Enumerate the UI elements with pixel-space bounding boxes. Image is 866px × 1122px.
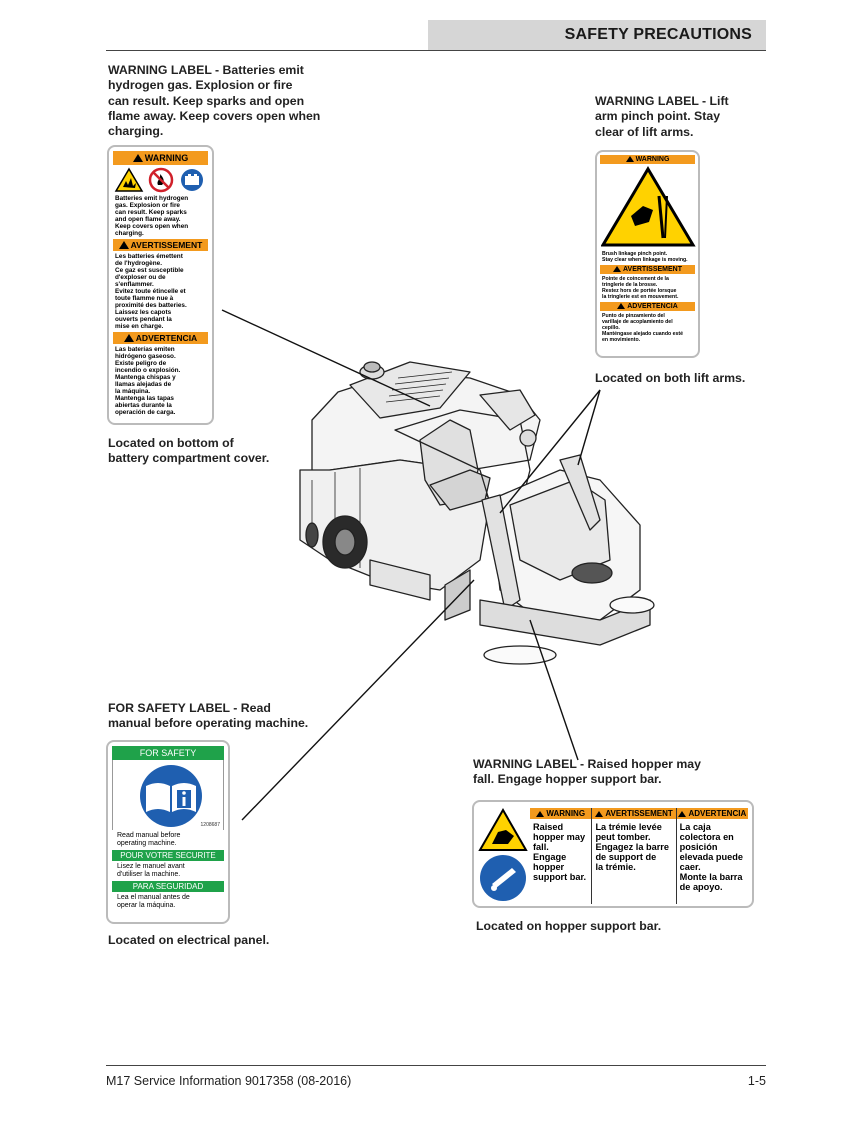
french-warning-text: La trémie levée peut tomber. Engagez la … xyxy=(595,822,669,872)
footer-page-number: 1-5 xyxy=(747,1074,766,1088)
french-safety-header: POUR VOTRE SECURITE xyxy=(112,850,224,861)
lift-arm-warning-label: WARNING Brush linkage pinch point. Stay … xyxy=(595,150,700,358)
lift-label-location: Located on both lift arms. xyxy=(595,371,746,385)
hopper-fall-icon xyxy=(478,807,528,851)
footer-rule xyxy=(106,1065,766,1066)
for-safety-header: FOR SAFETY xyxy=(112,746,224,760)
spanish-column: ADVERTENCIA La caja colectora en posició… xyxy=(676,808,749,904)
advertencia-header: ADVERTENCIA xyxy=(600,302,695,311)
hopper-label-caption: WARNING LABEL - Raised hopper may fall. … xyxy=(473,757,701,787)
english-warning-text: Brush linkage pinch point. Stay clear wh… xyxy=(602,251,688,263)
safety-label-location: Located on electrical panel. xyxy=(108,933,270,947)
warning-header: WARNING xyxy=(113,151,208,165)
hopper-text-columns: WARNING Raised hopper may fall. Engage h… xyxy=(530,808,749,904)
advertencia-header: ADVERTENCIA xyxy=(113,332,208,344)
spanish-safety-header: PARA SEGURIDAD xyxy=(112,881,224,892)
spanish-warning-text: Las baterías emiten hidrógeno gaseoso. E… xyxy=(115,346,181,416)
warning-triangle-icon xyxy=(123,334,134,342)
battery-label-caption: WARNING LABEL - Batteries emit hydrogen … xyxy=(108,63,321,139)
warning-header: WARNING xyxy=(600,155,695,164)
french-warning-text: Pointe de coincement de la tringlerie de… xyxy=(602,276,679,300)
battery-label-location: Located on bottom of battery compartment… xyxy=(108,436,270,466)
warning-triangle-icon xyxy=(678,811,687,817)
english-safety-text: Read manual before operating machine. xyxy=(117,832,181,847)
for-safety-label: FOR SAFETY 1208687 Read manual before op… xyxy=(106,740,230,924)
english-warning-text: Batteries emit hydrogen gas. Explosion o… xyxy=(115,195,189,237)
warning-triangle-icon xyxy=(132,154,143,162)
hopper-warning-label: WARNING Raised hopper may fall. Engage h… xyxy=(472,800,754,908)
french-warning-text: Les batteries émettent de l'hydrogène. C… xyxy=(115,253,187,330)
footer-document-info: M17 Service Information 9017358 (08-2016… xyxy=(106,1074,352,1088)
warning-triangle-icon xyxy=(613,266,621,272)
spanish-warning-text: La caja colectora en posición elevada pu… xyxy=(679,822,743,892)
battery-warning-label: WARNING Batteries emit hydrogen gas. Exp… xyxy=(107,145,214,425)
section-header-bar: SAFETY PRECAUTIONS xyxy=(428,20,766,50)
english-column: WARNING Raised hopper may fall. Engage h… xyxy=(530,808,593,904)
hopper-label-location: Located on hopper support bar. xyxy=(476,919,662,933)
part-number: 1208687 xyxy=(200,822,220,828)
spanish-safety-text: Lea el manual antes de operar la máquina… xyxy=(117,894,190,909)
hopper-pictograms xyxy=(478,806,528,904)
french-safety-text: Lisez le manuel avant d'utiliser la mach… xyxy=(117,863,185,878)
page-title: SAFETY PRECAUTIONS xyxy=(564,26,752,43)
battery-charger-icon xyxy=(181,169,203,191)
pictogram-panel: 1208687 xyxy=(112,760,224,830)
english-warning-text: Raised hopper may fall. Engage hopper su… xyxy=(533,822,587,882)
pinch-point-icon xyxy=(601,166,696,247)
warning-triangle-icon xyxy=(617,303,626,309)
safety-label-caption: FOR SAFETY LABEL - Read manual before op… xyxy=(108,701,309,731)
warning-triangle-icon xyxy=(625,156,634,162)
lift-label-caption: WARNING LABEL - Lift arm pinch point. St… xyxy=(595,94,729,139)
header-rule xyxy=(106,50,766,51)
warning-triangle-icon xyxy=(536,811,545,817)
explosion-icon xyxy=(114,167,144,192)
french-column: AVERTISSEMENT La trémie levée peut tombe… xyxy=(592,808,677,904)
read-manual-icon xyxy=(140,765,202,827)
hazard-pictograms xyxy=(114,167,207,193)
avertissement-header: AVERTISSEMENT xyxy=(600,265,695,274)
warning-triangle-icon xyxy=(595,811,604,817)
spanish-warning-text: Punto de pinzamiento del varillaje de ac… xyxy=(602,313,684,343)
warning-triangle-icon xyxy=(118,241,129,249)
no-flame-icon xyxy=(148,167,173,193)
avertissement-header: AVERTISSEMENT xyxy=(113,239,208,251)
